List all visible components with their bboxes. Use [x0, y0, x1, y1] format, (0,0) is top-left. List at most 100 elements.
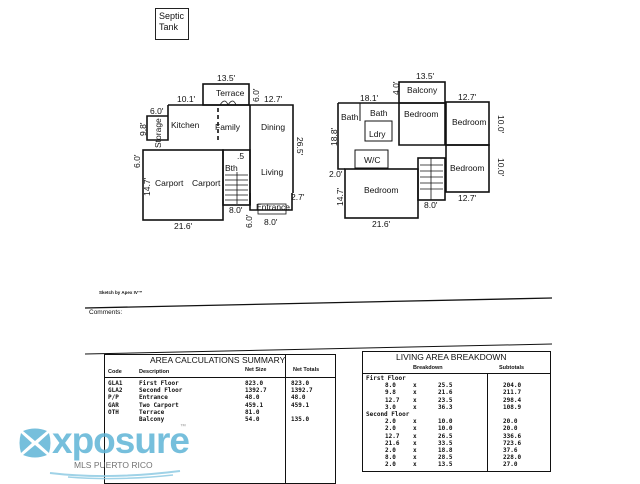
room-bath-2: Bath [370, 108, 388, 118]
cell-b: 23.5 [438, 396, 453, 404]
cell-sub: 336.6 [503, 432, 522, 440]
dim-left-small: 2.0' [329, 169, 343, 179]
cell-sub: 108.9 [503, 403, 522, 411]
brand-subtitle: MLS PUERTO RICO [74, 460, 153, 470]
dim-left-b: 14.7' [142, 177, 152, 196]
room-bath: Bth [225, 163, 238, 173]
cell-description: Entrance [139, 394, 168, 402]
cell-a: 2.0 [385, 418, 396, 426]
dim-storage-top: 6.0' [150, 106, 164, 116]
cell-sub: 20.0 [503, 418, 518, 426]
dim-storage-side: 9.8' [138, 122, 148, 136]
cell-a: 2.0 [385, 461, 396, 469]
cell-net-size: 459.1 [245, 401, 264, 409]
room-bedroom-top: Bedroom [404, 109, 439, 119]
cell-a: 12.7 [385, 432, 400, 440]
divider-lines [84, 297, 553, 355]
cell-code: GLA2 [108, 387, 123, 395]
cell-description: First Floor [139, 380, 179, 387]
cell-sub: 27.0 [503, 461, 518, 469]
cell-x: x [413, 382, 417, 390]
first-floor-plan [142, 83, 294, 221]
room-bedroom-right-2: Bedroom [450, 163, 485, 173]
room-balcony: Balcony [407, 85, 438, 95]
dim-left-b-2: 14.7' [335, 187, 345, 206]
cell-sub: 298.4 [503, 396, 522, 404]
dim-bath: .5 [237, 151, 244, 161]
septic-line1: Septic [159, 11, 185, 21]
room-carport-1: Carport [155, 178, 184, 188]
dim-left-a: 6.0' [132, 154, 142, 168]
cell-b: 18.8 [438, 447, 453, 454]
cell-net-totals: 823.0 [291, 380, 310, 387]
cell-x: x [413, 432, 417, 440]
comments-label: Comments: [89, 309, 123, 316]
cell-b: 36.3 [438, 403, 453, 411]
breakdown-row: 12.7 x 26.5 336.6 [363, 433, 550, 440]
cell-sub: 204.0 [503, 382, 522, 390]
cell-b: 21.6 [438, 389, 453, 397]
cell-a: 2.0 [385, 447, 396, 454]
xposure-watermark: xposure ™ MLS PUERTO RICO [18, 422, 190, 480]
cell-description: Second Floor [139, 387, 183, 395]
column-divider [487, 373, 488, 471]
cell-b: 25.5 [438, 382, 453, 390]
cell-net-size: 81.0 [245, 408, 260, 416]
dim-dining-top: 12.7' [264, 94, 283, 104]
room-living: Living [261, 167, 283, 177]
cell-sub: 211.7 [503, 389, 522, 397]
floor-plan-sketch: Terrace Kitchen Family Dining Storage Ca… [132, 71, 506, 231]
area-summary-table: AREA CALCULATIONS SUMMARY Code Descripti… [104, 354, 336, 484]
cell-x: x [413, 418, 417, 426]
header-code: Code [108, 369, 122, 375]
cell-b: 26.5 [438, 432, 453, 440]
cell-net-totals: 459.1 [291, 401, 310, 409]
brand-text: xposure [52, 420, 190, 461]
cell-description: Terrace [139, 408, 165, 416]
dim-entrance-bottom: 8.0' [264, 217, 278, 227]
dim-right-bottom: 12.7' [458, 193, 477, 203]
dim-balcony-side: 4.0' [391, 81, 401, 95]
dim-left-2: 18.8' [329, 127, 339, 146]
room-kitchen: Kitchen [171, 120, 200, 130]
area-summary-title: AREA CALCULATIONS SUMMARY [150, 355, 286, 365]
room-bath-1: Bath [341, 112, 359, 122]
cell-a: 8.0 [385, 454, 396, 462]
cell-code: GLA1 [108, 380, 123, 387]
cell-x: x [413, 425, 417, 433]
sketch-credit: Sketch by Apex IV™ [99, 290, 143, 295]
dim-right-top: 12.7' [458, 92, 477, 102]
trademark: ™ [180, 424, 186, 430]
cell-net-size: 1392.7 [245, 387, 267, 395]
cell-a: 9.8 [385, 389, 396, 397]
cell-x: x [413, 447, 417, 454]
room-wic: W/C [364, 155, 381, 165]
dim-top-2: 13.5' [416, 71, 435, 81]
cell-b: 33.5 [438, 439, 453, 447]
cell-net-totals: 135.0 [291, 416, 310, 423]
second-floor-labels: Balcony Bath Bath Bedroom Bedroom Bedroo… [329, 71, 506, 229]
header-net-totals: Net Totals [293, 367, 320, 373]
section-label: First Floor [366, 375, 406, 382]
cell-description: Balcony [139, 416, 165, 423]
section-label: Second Floor [366, 411, 410, 418]
room-storage: Storage [153, 118, 163, 148]
room-bedroom-main: Bedroom [364, 185, 399, 195]
cell-code: GAR [108, 401, 119, 409]
cell-x: x [413, 403, 417, 411]
room-family: Family [215, 122, 241, 132]
column-divider [285, 355, 286, 483]
cell-x: x [413, 389, 417, 397]
cell-net-totals: 1392.7 [291, 387, 313, 395]
header-description: Description [139, 369, 170, 375]
header-net-size: Net Size [245, 367, 267, 373]
first-floor-labels: Terrace Kitchen Family Dining Storage Ca… [132, 73, 305, 231]
cell-net-size: 48.0 [245, 394, 260, 402]
